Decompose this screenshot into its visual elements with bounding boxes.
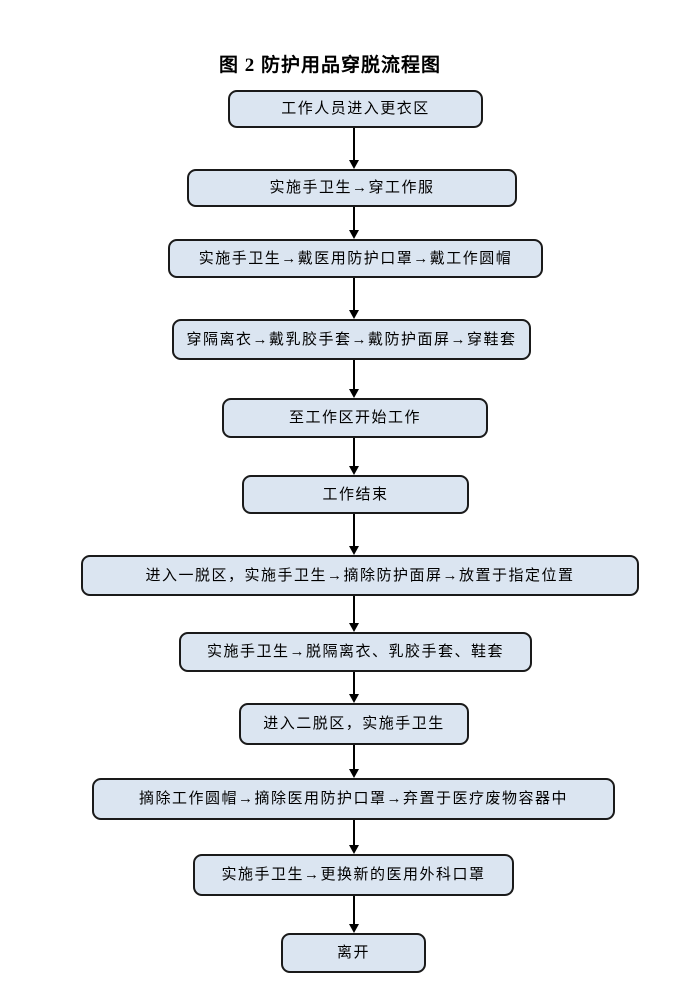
page-title: 图 2 防护用品穿脱流程图 [218, 55, 441, 76]
arrow-down-icon [348, 438, 360, 475]
flow-step-remove-gown-gloves: 实施手卫生→脱隔离衣、乳胶手套、鞋套 [179, 632, 532, 672]
flow-step-mask-cap: 实施手卫生→戴医用防护口罩→戴工作圆帽 [168, 239, 543, 278]
arrow-down-icon [348, 207, 360, 239]
flow-step-first-doffing-area: 进入一脱区，实施手卫生→摘除防护面屏→放置于指定位置 [81, 555, 639, 596]
flow-step-hand-hygiene-work-clothes: 实施手卫生→穿工作服 [187, 169, 517, 207]
arrow-down-icon [348, 820, 360, 854]
arrow-down-icon [348, 672, 360, 703]
flow-step-enter-changing-area: 工作人员进入更衣区 [228, 90, 483, 128]
flow-step-work-finished: 工作结束 [242, 475, 469, 514]
flow-step-leave: 离开 [281, 933, 426, 973]
flow-step-start-work: 至工作区开始工作 [222, 398, 488, 438]
arrow-down-icon [348, 128, 360, 169]
flow-step-second-doffing-area: 进入二脱区，实施手卫生 [239, 703, 469, 745]
flow-step-remove-cap-mask-dispose: 摘除工作圆帽→摘除医用防护口罩→弃置于医疗废物容器中 [92, 778, 615, 820]
arrow-down-icon [348, 896, 360, 933]
arrow-down-icon [348, 596, 360, 632]
flow-step-new-surgical-mask: 实施手卫生→更换新的医用外科口罩 [193, 854, 514, 896]
arrow-down-icon [348, 278, 360, 319]
arrow-down-icon [348, 514, 360, 555]
flow-step-gown-gloves-faceshield-shoecovers: 穿隔离衣→戴乳胶手套→戴防护面屏→穿鞋套 [172, 319, 531, 360]
arrow-down-icon [348, 360, 360, 398]
arrow-down-icon [348, 745, 360, 778]
